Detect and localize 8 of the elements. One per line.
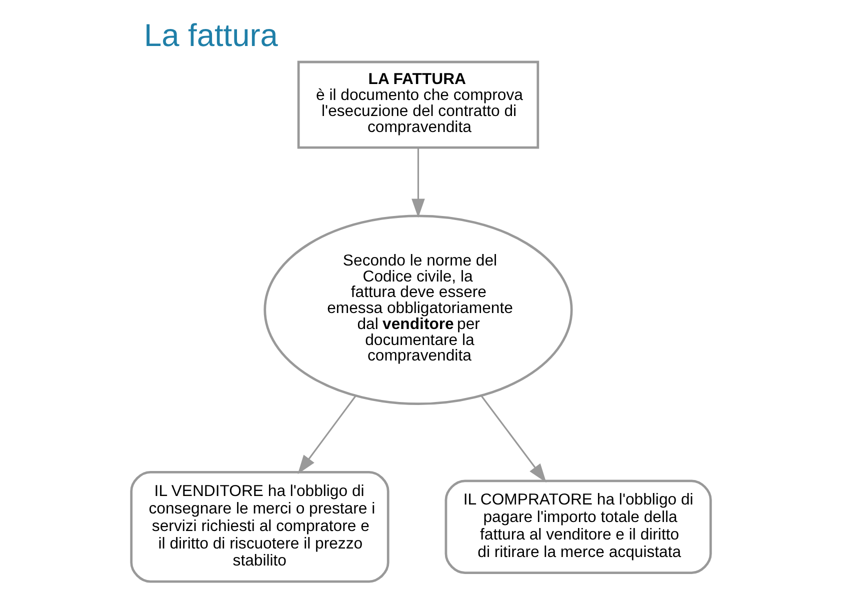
arrow: [480, 396, 546, 483]
node-box: LA FATTURA è il documento che comprova l'esecuzione del contratto di compravendita: [297, 60, 540, 149]
node-box: IL COMPRATORE ha l'obbligo di pagare l'importo totale della fattura al venditore e il diritto di ritirare la merce acquistata: [444, 480, 712, 574]
node-ellipse: Secondo le norme del Codice civile, la fattura deve essere emessa obbligatoriamente dal venditore per documentare la compravendita: [264, 214, 573, 406]
diagram-title: La fattura: [144, 17, 278, 54]
arrow: [298, 396, 356, 474]
node-box: IL VENDITORE ha l'obbligo di consegnare le merci o prestare i servizi richiesti al compratore e il diritto di riscuotere il prezzo stabilito: [130, 471, 390, 583]
arrow: [412, 148, 425, 218]
